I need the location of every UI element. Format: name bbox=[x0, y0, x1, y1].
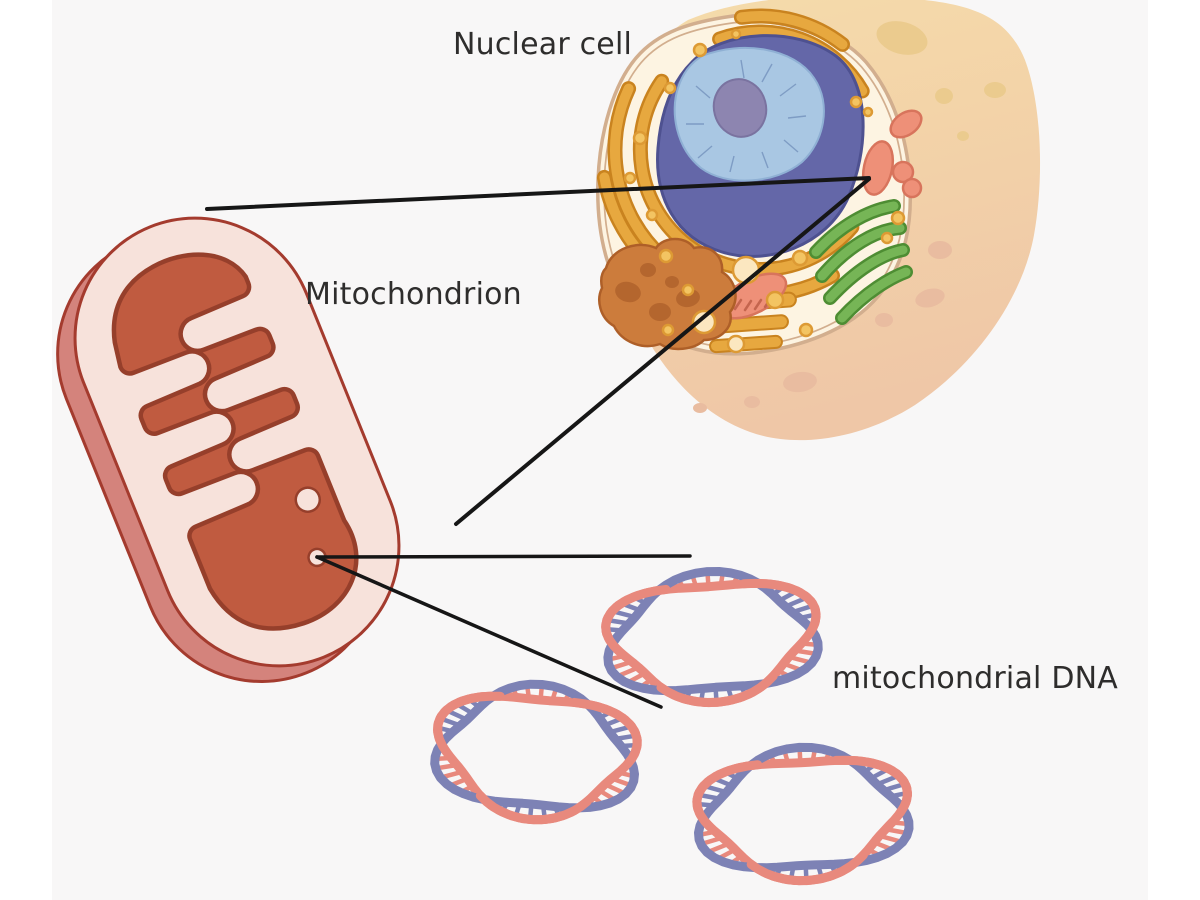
dna-strand bbox=[714, 777, 731, 787]
leader-line-mtdna-top bbox=[315, 554, 692, 559]
dna-strand bbox=[796, 648, 816, 656]
dna-strand bbox=[606, 783, 625, 795]
dna-strand bbox=[618, 666, 637, 678]
nucleus-rays bbox=[686, 59, 807, 173]
dna-strand bbox=[831, 755, 912, 818]
dna-strand bbox=[601, 584, 671, 656]
dna-strand bbox=[569, 697, 642, 769]
leader-lines bbox=[205, 176, 871, 709]
dna-strand bbox=[718, 849, 735, 860]
mitochondrion-illustration bbox=[56, 216, 401, 683]
dna-strand bbox=[441, 717, 459, 727]
dna-strand bbox=[433, 691, 505, 757]
leader-line-cell-to-mitochondrion-top bbox=[205, 176, 871, 211]
mtdna-plasmid bbox=[692, 742, 914, 886]
dna-strand bbox=[611, 725, 630, 734]
dna-strand bbox=[608, 618, 628, 626]
matrix-granule bbox=[294, 486, 322, 513]
mtdna-plasmid bbox=[601, 567, 823, 708]
dna-strand bbox=[881, 834, 901, 844]
dna-strand bbox=[656, 671, 778, 708]
cell-texture-spots-bottom bbox=[693, 241, 952, 413]
dna-strand bbox=[702, 836, 721, 846]
dna-strand bbox=[739, 578, 821, 639]
dna-strand bbox=[875, 841, 892, 851]
dna-strand bbox=[692, 760, 763, 832]
dna-strand bbox=[599, 789, 616, 801]
label-nuclear-cell: Nuclear cell bbox=[453, 27, 633, 62]
dna-strand bbox=[887, 827, 907, 835]
leader-line-cell-to-mitochondrion-bottom bbox=[454, 177, 871, 526]
dna-strand bbox=[746, 850, 868, 886]
mtdna-plasmid bbox=[430, 679, 642, 825]
dna-strand bbox=[611, 660, 631, 670]
dna-strand bbox=[613, 777, 631, 787]
dna-strand bbox=[475, 791, 592, 825]
dna-strand bbox=[447, 709, 466, 721]
leader-line-mtdna-bottom bbox=[315, 555, 663, 709]
cell-texture-spots bbox=[876, 21, 1006, 141]
dna-strand bbox=[708, 842, 728, 854]
dna-strand bbox=[616, 733, 635, 741]
dna-strand bbox=[793, 604, 813, 614]
dna-strand bbox=[456, 703, 473, 715]
dna-strand bbox=[885, 782, 904, 792]
dna-strand bbox=[705, 784, 725, 794]
nucleolus bbox=[712, 78, 768, 138]
label-mitochondrial-dna: mitochondrial DNA bbox=[832, 661, 1118, 696]
dna-strand bbox=[613, 609, 634, 619]
golgi-apparatus bbox=[809, 199, 913, 325]
dna-strand bbox=[878, 774, 898, 786]
dna-strand bbox=[699, 793, 719, 801]
dna-strand bbox=[787, 596, 806, 608]
dna-strand bbox=[790, 655, 811, 665]
vesicles bbox=[623, 28, 906, 354]
mitochondrion-matrix bbox=[111, 252, 359, 631]
dna-strand bbox=[442, 770, 461, 779]
dna-strand bbox=[437, 763, 456, 771]
label-mitochondrion: Mitochondrion bbox=[305, 277, 522, 312]
